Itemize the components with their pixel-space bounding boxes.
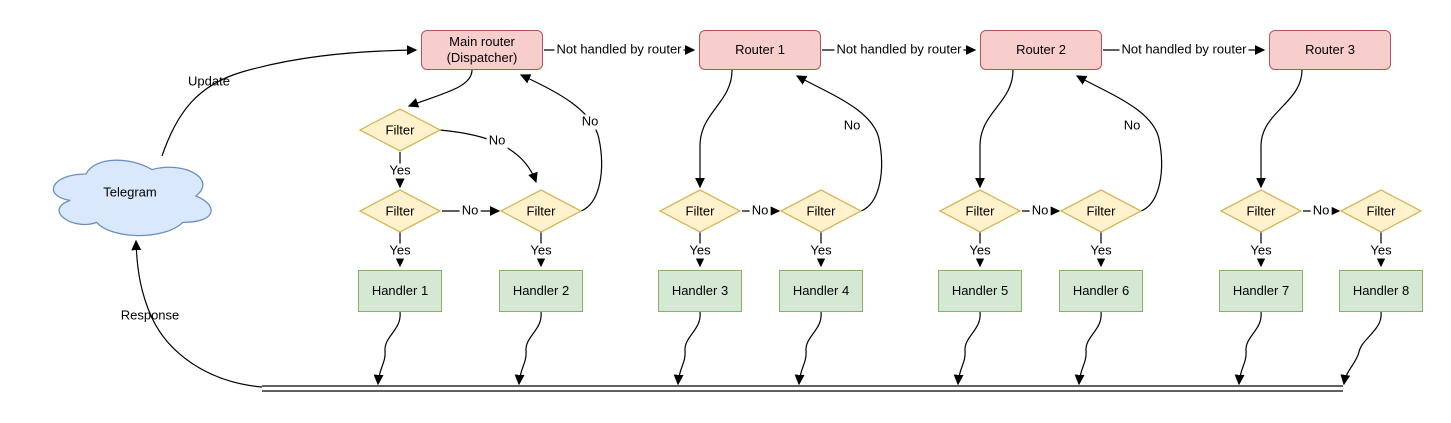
- edge-handler1-bus: [373, 311, 401, 386]
- edge-label-not-handled-3: Not handled by router: [1119, 41, 1249, 58]
- filter-label-7: Filter: [1246, 203, 1276, 219]
- node-handler-6: Handler 6: [1059, 270, 1143, 312]
- node-handler-5: Handler 5: [938, 270, 1022, 312]
- filter-label-4: Filter: [806, 203, 836, 219]
- edge-label-no-1: No: [459, 202, 481, 219]
- edge-label-yes-5: Yes: [967, 242, 993, 259]
- filter-diamond-6: [1059, 189, 1143, 233]
- edge-handler3-bus: [673, 311, 701, 386]
- edge-main-to-top-filter: [407, 69, 473, 108]
- edge-label-yes-1: Yes: [387, 242, 413, 259]
- filter-label-6: Filter: [1086, 203, 1116, 219]
- node-router-1: Router 1: [699, 30, 821, 70]
- edge-label-response: Response: [120, 307, 180, 323]
- telegram-cloud-label: Telegram: [103, 184, 157, 200]
- edge-label-yes-8: Yes: [1368, 242, 1394, 259]
- edge-label-yes-3: Yes: [687, 242, 713, 259]
- node-handler-4: Handler 4: [779, 270, 863, 312]
- edge-handler8-bus: [1340, 311, 1382, 386]
- edge-response: [131, 239, 263, 388]
- edge-label-no-return-router1: No: [841, 117, 863, 134]
- edge-router1-down: [695, 69, 733, 189]
- node-handler-3: Handler 3: [658, 270, 742, 312]
- edge-label-update: Update: [188, 73, 230, 89]
- edge-label-no-top: No: [486, 132, 508, 149]
- filter-diamond-3: [658, 189, 742, 233]
- edge-label-yes-7: Yes: [1248, 242, 1274, 259]
- edge-return-no-main: [519, 74, 603, 212]
- filter-label-8: Filter: [1366, 203, 1396, 219]
- edge-return-no-router2: [1075, 75, 1163, 212]
- filter-diamond-1: [358, 189, 442, 233]
- edge-handler5-bus: [953, 311, 981, 386]
- edge-label-no-2: No: [749, 202, 771, 219]
- node-handler-2: Handler 2: [499, 270, 583, 312]
- filter-diamond-2: [499, 189, 583, 233]
- telegram-cloud-shape: [52, 159, 212, 237]
- edge-update: [161, 45, 418, 157]
- edge-handler7-bus: [1234, 311, 1262, 386]
- edge-label-yes-2: Yes: [528, 242, 554, 259]
- edge-router2-down: [975, 69, 1014, 189]
- filter-label-top: Filter: [385, 122, 415, 138]
- node-handler-7: Handler 7: [1219, 270, 1303, 312]
- filter-label-2: Filter: [526, 203, 556, 219]
- edge-label-no-4: No: [1310, 202, 1332, 219]
- node-handler-1: Handler 1: [358, 270, 442, 312]
- node-main-router: Main router (Dispatcher): [421, 30, 543, 70]
- edge-handler4-bus: [794, 311, 822, 386]
- edge-label-not-handled-1: Not handled by router: [554, 41, 684, 58]
- edge-label-yes-4: Yes: [808, 242, 834, 259]
- edge-handler6-bus: [1074, 311, 1102, 386]
- filter-diamond-7: [1219, 189, 1303, 233]
- node-handler-8: Handler 8: [1339, 270, 1423, 312]
- edge-label-no-return-main: No: [579, 113, 601, 130]
- filter-diamond-8: [1339, 189, 1423, 233]
- edge-return-no-router1: [795, 75, 883, 212]
- node-router-3: Router 3: [1269, 30, 1391, 70]
- edge-label-not-handled-2: Not handled by router: [834, 41, 964, 58]
- filter-label-1: Filter: [385, 203, 415, 219]
- filter-label-3: Filter: [685, 203, 715, 219]
- edge-handler2-bus: [514, 311, 542, 386]
- filter-diamond-4: [779, 189, 863, 233]
- filter-diamond-top: [358, 108, 442, 152]
- edge-label-yes-6: Yes: [1088, 242, 1114, 259]
- filter-label-5: Filter: [965, 203, 995, 219]
- edge-router3-down: [1256, 69, 1303, 189]
- edge-label-no-return-router2: No: [1121, 117, 1143, 134]
- edge-label-yes-top: Yes: [387, 162, 413, 179]
- edge-label-no-3: No: [1029, 202, 1051, 219]
- filter-diamond-5: [938, 189, 1022, 233]
- node-router-2: Router 2: [980, 30, 1102, 70]
